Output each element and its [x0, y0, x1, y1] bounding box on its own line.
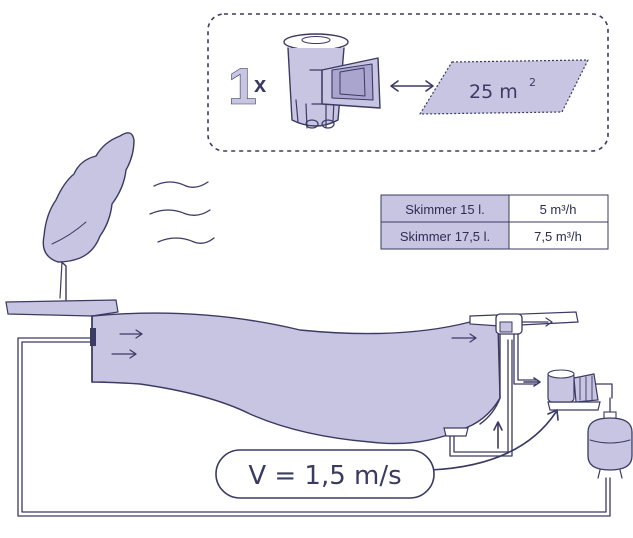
skimmer-icon	[283, 33, 381, 129]
skimmer-count-number: 1	[228, 58, 257, 116]
return-pipe	[17, 337, 611, 517]
table-cell-flow-1: 5 m³/h	[540, 202, 577, 217]
pump-icon	[547, 369, 613, 411]
surface-area-label: 25 m	[469, 81, 518, 103]
flow-arrow-icon	[111, 329, 477, 359]
velocity-callout: V = 1,5 m/s	[215, 449, 435, 499]
sand-filter-icon	[587, 397, 633, 479]
double-arrow-icon	[390, 80, 434, 92]
table-cell-flow-2: 7,5 m³/h	[534, 229, 582, 244]
velocity-pointer-arrow	[429, 409, 559, 471]
surface-area-exponent: 2	[529, 76, 536, 89]
wind-icon	[149, 181, 215, 244]
pool-basin	[5, 299, 579, 445]
skimmer-flow-table: Skimmer 15 l. 5 m³/h Skimmer 17,5 l. 7,5…	[380, 194, 609, 250]
suction-pipe	[513, 333, 541, 387]
surface-area-patch: 25 m 2	[419, 59, 589, 115]
skimmer-callout: 1 x 25 m 2	[207, 13, 609, 152]
velocity-label: V = 1,5 m/s	[248, 461, 401, 491]
callout-dashed-border	[207, 13, 609, 152]
main-drain	[443, 339, 513, 457]
table-cell-skimmer-2: Skimmer 17,5 l.	[400, 229, 490, 244]
table-cell-skimmer-1: Skimmer 15 l.	[405, 202, 484, 217]
skimmer-count-suffix: x	[254, 72, 267, 97]
return-inlet	[90, 328, 96, 346]
tree-icon	[42, 132, 135, 301]
pool-skimmer	[495, 313, 553, 335]
